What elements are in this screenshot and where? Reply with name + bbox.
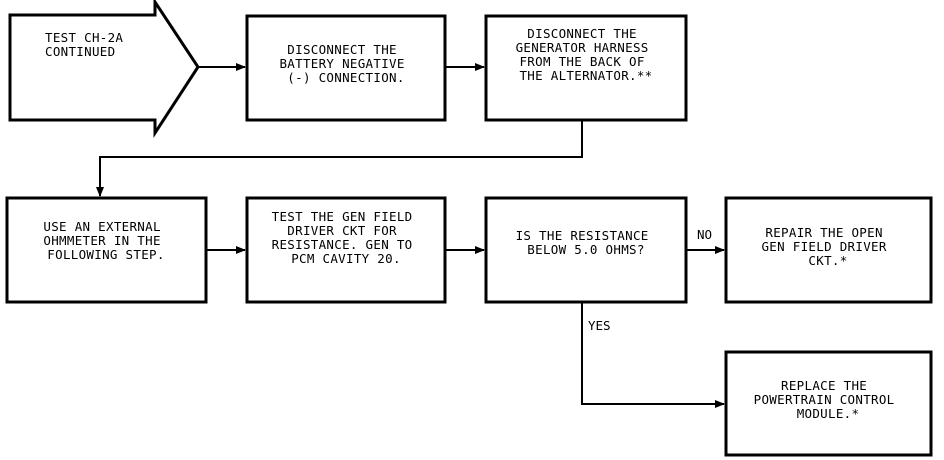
disconnect-harness-line-1: DISCONNECT THE <box>527 26 637 41</box>
disconnect-harness-line-4: THE ALTERNATOR.** <box>519 68 652 83</box>
repair-line-1: REPAIR THE OPEN <box>765 225 882 240</box>
box-use-ohmmeter <box>5 196 208 304</box>
replace-line-1: REPLACE THE <box>781 378 867 393</box>
box-test-field-driver <box>245 196 447 304</box>
repair-line-2: GEN FIELD DRIVER <box>761 239 886 254</box>
resistance-question-text: IS THE RESISTANCE BELOW 5.0 OHMS? <box>516 228 657 257</box>
replace-text: REPLACE THE POWERTRAIN CONTROL MODULE.* <box>754 378 903 421</box>
question-line-2: BELOW 5.0 OHMS? <box>527 242 644 257</box>
box-resistance-question <box>484 196 688 304</box>
start-text: TEST CH-2A CONTINUED <box>45 30 131 59</box>
connector-question-to-replace <box>581 303 725 408</box>
test-field-driver-text: TEST THE GEN FIELD DRIVER CKT FOR RESIST… <box>272 209 421 266</box>
use-ohmmeter-line-1: USE AN EXTERNAL <box>43 219 160 234</box>
box-repair-open-circuit <box>724 196 933 304</box>
branch-label-yes: YES <box>588 318 611 333</box>
disconnect-harness-line-3: FROM THE BACK OF <box>519 54 644 69</box>
start-line-2: CONTINUED <box>45 44 115 59</box>
branch-label-no: NO <box>697 227 712 242</box>
test-field-line-3: RESISTANCE. GEN TO <box>272 237 413 252</box>
use-ohmmeter-text: USE AN EXTERNAL OHMMETER IN THE FOLLOWIN… <box>43 219 168 262</box>
disconnect-battery-text: DISCONNECT THE BATTERY NEGATIVE (-) CONN… <box>279 42 412 85</box>
replace-line-3: MODULE.* <box>797 406 860 421</box>
repair-text: REPAIR THE OPEN GEN FIELD DRIVER CKT.* <box>761 225 894 268</box>
question-line-1: IS THE RESISTANCE <box>516 228 649 243</box>
disconnect-battery-line-3: (-) CONNECTION. <box>287 70 404 85</box>
box-replace-pcm <box>724 350 933 457</box>
start-line-1: TEST CH-2A <box>45 30 123 45</box>
connector-harness-to-ohmmeter <box>96 121 583 197</box>
disconnect-battery-line-2: BATTERY NEGATIVE <box>279 56 404 71</box>
disconnect-harness-text: DISCONNECT THE GENERATOR HARNESS FROM TH… <box>516 26 657 83</box>
test-field-line-2: DRIVER CKT FOR <box>287 223 397 238</box>
use-ohmmeter-line-2: OHMMETER IN THE <box>43 233 160 248</box>
repair-line-3: CKT.* <box>808 253 847 268</box>
box-disconnect-battery <box>245 14 447 122</box>
start-arrow-shape <box>8 0 200 139</box>
test-field-line-4: PCM CAVITY 20. <box>291 251 401 266</box>
disconnect-battery-line-1: DISCONNECT THE <box>287 42 397 57</box>
replace-line-2: POWERTRAIN CONTROL <box>754 392 895 407</box>
test-field-line-1: TEST THE GEN FIELD <box>272 209 413 224</box>
box-disconnect-harness <box>484 14 688 122</box>
use-ohmmeter-line-3: FOLLOWING STEP. <box>47 247 164 262</box>
disconnect-harness-line-2: GENERATOR HARNESS <box>516 40 649 55</box>
